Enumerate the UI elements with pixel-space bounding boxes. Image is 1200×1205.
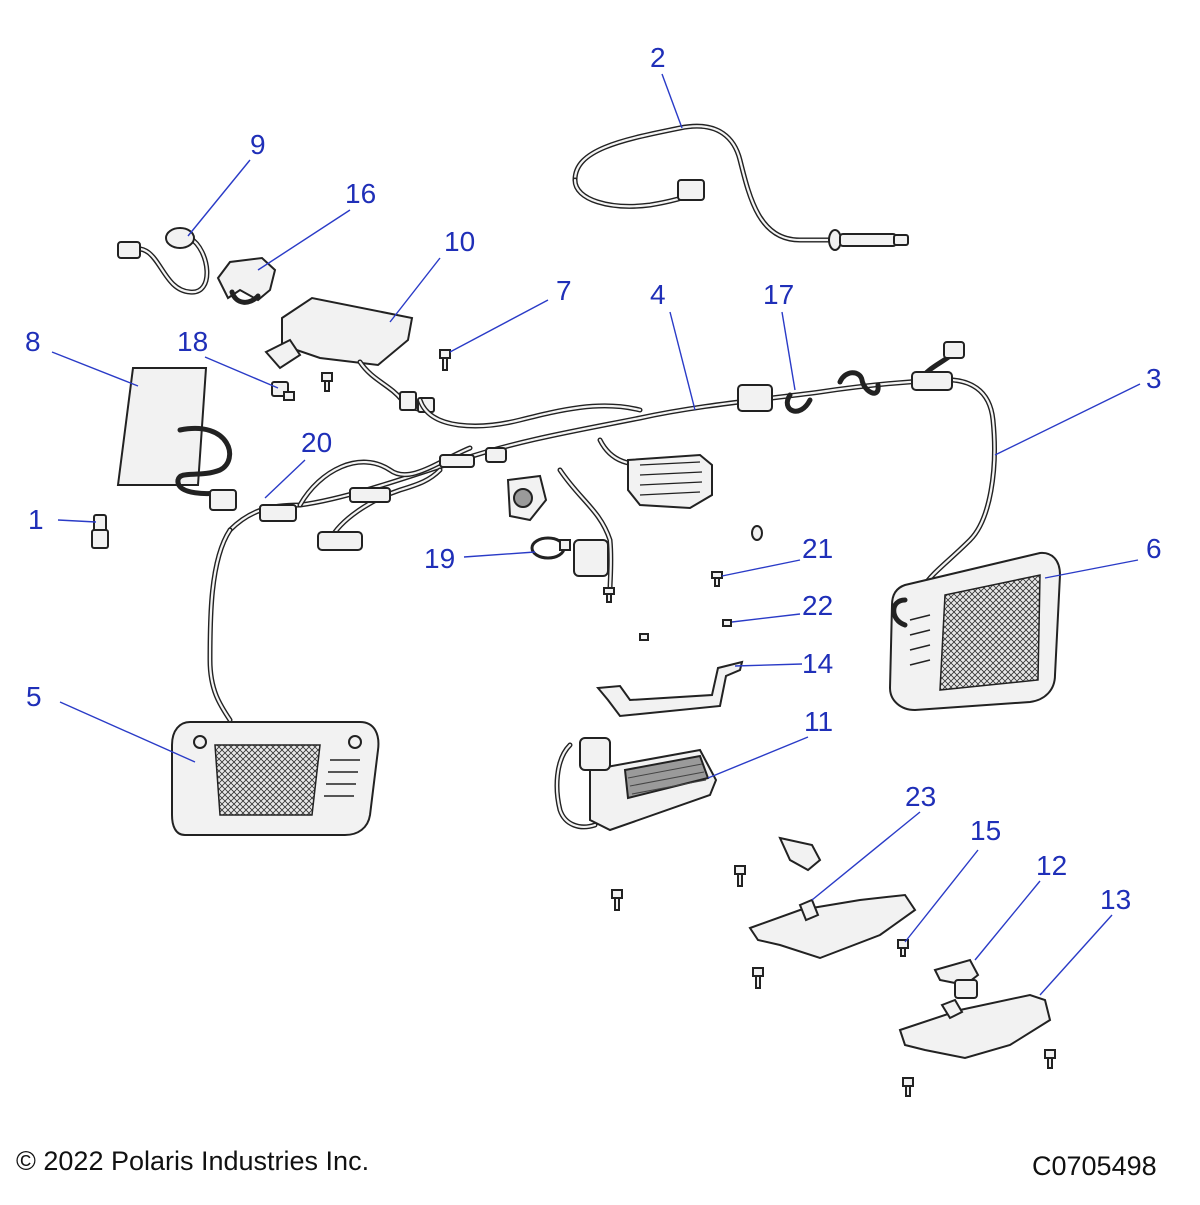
callout-5: 5 <box>26 681 42 712</box>
callout-21: 21 <box>802 533 834 564</box>
leader-22 <box>731 613 801 623</box>
copyright-text: © 2022 Polaris Industries Inc. <box>16 1146 370 1176</box>
callout-19: 19 <box>424 543 456 574</box>
callout-8: 8 <box>25 326 41 357</box>
callout-3: 3 <box>1146 363 1162 394</box>
leader-7 <box>449 299 549 353</box>
leader-15 <box>904 849 979 943</box>
leader-14 <box>734 663 803 667</box>
callout-20: 20 <box>301 427 333 458</box>
leader-10 <box>389 257 441 323</box>
leader-16 <box>257 209 351 271</box>
callout-9: 9 <box>250 129 266 160</box>
leader-6 <box>1044 559 1139 579</box>
callout-22: 22 <box>802 590 834 621</box>
leader-23 <box>811 811 921 901</box>
callout-15: 15 <box>970 815 1002 846</box>
callout-12: 12 <box>1036 850 1068 881</box>
part-18-connector <box>271 381 295 401</box>
figure-code: C0705498 <box>1032 1151 1157 1181</box>
part-2-cable <box>572 123 909 251</box>
part-5-speaker-left <box>171 721 380 836</box>
leader-9 <box>187 159 251 237</box>
leader-2 <box>661 73 683 129</box>
callout-23: 23 <box>905 781 937 812</box>
leader-13 <box>1039 914 1113 996</box>
leader-17 <box>781 311 796 391</box>
leader-5 <box>59 701 196 763</box>
callout-11: 11 <box>804 706 834 737</box>
leader-1 <box>57 519 97 523</box>
callout-6: 6 <box>1146 533 1162 564</box>
part-17-clip <box>785 392 813 414</box>
part-23-mount <box>611 836 917 989</box>
part-19-clamp <box>530 536 571 560</box>
leader-8 <box>51 351 139 387</box>
callout-10: 10 <box>444 226 476 257</box>
part-21-22-fasteners <box>603 525 763 641</box>
leader-18 <box>204 356 279 389</box>
part-12-light <box>933 958 980 999</box>
part-13-mount <box>898 993 1056 1097</box>
leader-3 <box>994 383 1141 456</box>
callout-17: 17 <box>763 279 795 310</box>
part-4-main-harness <box>207 341 997 723</box>
callout-18: 18 <box>177 326 209 357</box>
part-7-screw <box>321 349 451 392</box>
leader-12 <box>974 880 1041 961</box>
leader-11 <box>707 736 809 779</box>
part-14-bracket <box>596 660 744 718</box>
callout-7: 7 <box>556 275 572 306</box>
callout-2: 2 <box>650 42 666 73</box>
callout-4: 4 <box>650 279 666 310</box>
leader-20 <box>264 459 306 499</box>
part-6-speaker-right <box>888 551 1062 712</box>
callout-16: 16 <box>345 178 377 209</box>
callout-14: 14 <box>802 648 834 679</box>
part-9-harness <box>117 227 210 295</box>
leader-21 <box>721 559 801 577</box>
callout-1: 1 <box>28 504 44 535</box>
leader-19 <box>463 551 536 558</box>
part-11-amplifier <box>554 737 718 832</box>
part-15-screw <box>897 939 909 957</box>
leader-4 <box>669 311 696 411</box>
part-8-panel <box>116 367 232 497</box>
leader-lines <box>51 73 1141 996</box>
part-1-switch <box>91 514 109 549</box>
callout-13: 13 <box>1100 884 1132 915</box>
